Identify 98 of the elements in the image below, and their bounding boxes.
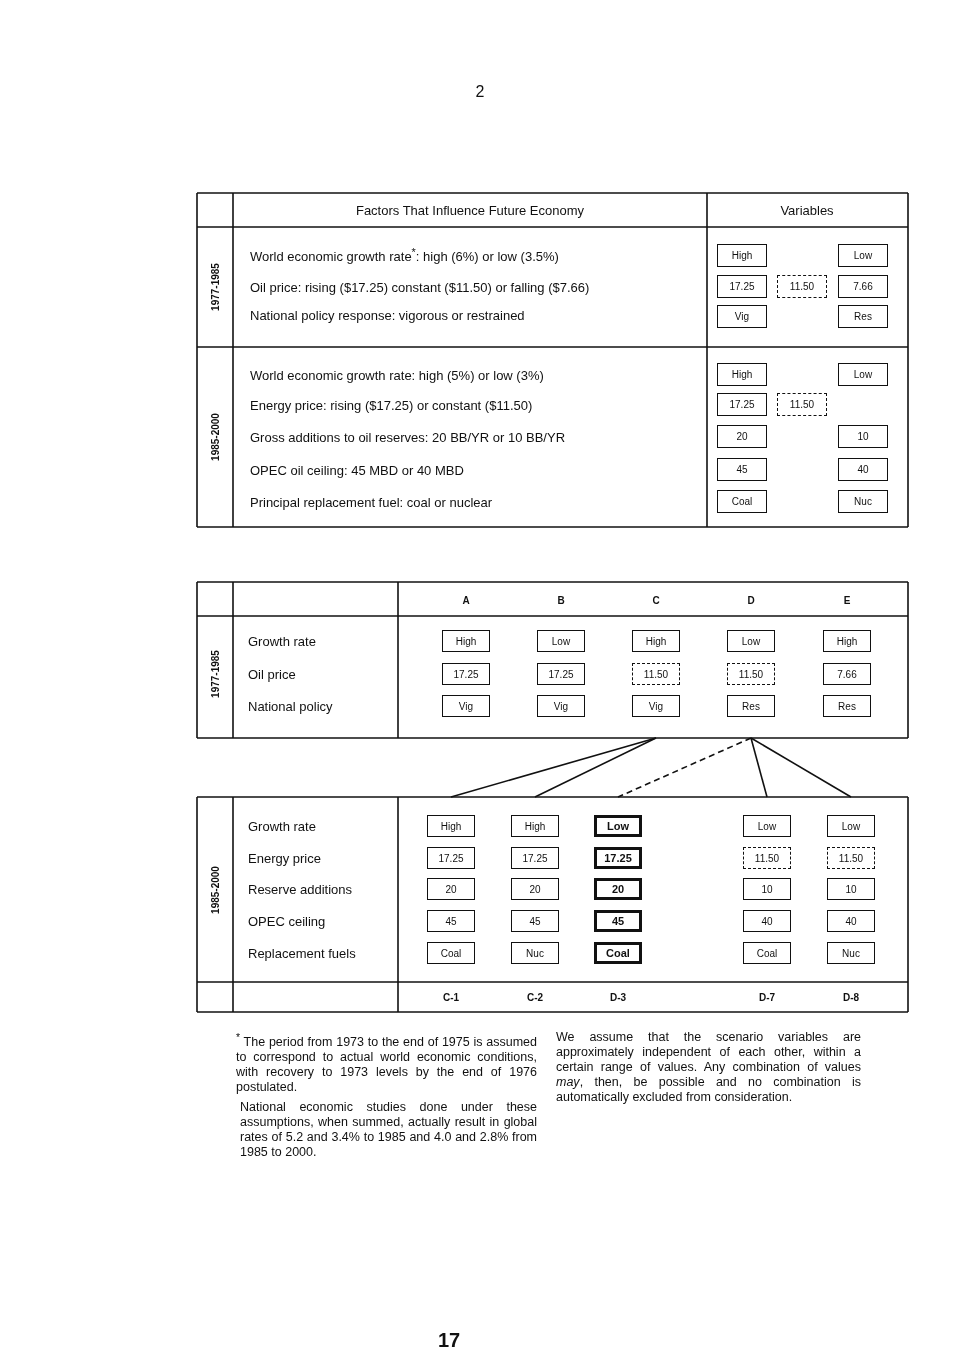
footnote-text: We assume that the scenario variables are approximately independent of each other, within a certain range of values. Any combination of values may, then, be possible and no combination is automatically excluded from consideration. xyxy=(556,1030,861,1105)
variable-box: High xyxy=(442,630,490,652)
page-number: 17 xyxy=(437,1328,461,1352)
variable-box: High xyxy=(717,244,767,267)
variable-box: Res xyxy=(823,695,871,717)
variable-box: Nuc xyxy=(511,942,559,964)
scenario-code: C-2 xyxy=(526,991,544,1003)
variable-box: 10 xyxy=(838,425,888,448)
column-header: Factors That Influence Future Economy xyxy=(355,202,585,218)
connector-line xyxy=(750,737,852,798)
variable-box: Low xyxy=(727,630,775,652)
variable-box: Nuc xyxy=(827,942,875,964)
row-label: Growth rate xyxy=(248,633,316,649)
variable-box: 17.25 xyxy=(717,393,767,416)
connector-line xyxy=(617,737,752,798)
footnote-text: National economic studies done under these assumptions, when summed, actually result in global rates of 5.2 and 3.4% to 1985 and 4.0 and 2.8% from 1985 to 2000. xyxy=(240,1100,537,1160)
period-label: 1977-1985 xyxy=(209,650,221,698)
variable-box: Res xyxy=(838,305,888,328)
row-label: OPEC ceiling xyxy=(248,913,326,929)
variable-box: 11.50 xyxy=(743,847,791,869)
variable-box: Coal xyxy=(743,942,791,964)
scenario-code: D-7 xyxy=(758,991,776,1003)
variable-box: High xyxy=(511,815,559,837)
variable-box: 20 xyxy=(427,878,475,900)
row-label: Gross additions to oil reserves: 20 BB/YR or 10 BB/YR xyxy=(250,429,566,445)
scenario-code: D xyxy=(747,594,755,606)
variable-box: 17.25 xyxy=(511,847,559,869)
variable-box: 45 xyxy=(594,910,642,932)
column-header: Variables xyxy=(780,202,834,218)
row-label: Reserve additions xyxy=(248,881,353,897)
scenario-code: B xyxy=(557,594,565,606)
variable-box: 10 xyxy=(827,878,875,900)
connector-line xyxy=(534,737,657,798)
variable-box: Low xyxy=(838,363,888,386)
variable-box: Res xyxy=(727,695,775,717)
row-label: Principal replacement fuel: coal or nuclear xyxy=(250,494,493,510)
variable-box: 17.25 xyxy=(594,847,642,869)
variable-box: Vig xyxy=(717,305,767,328)
row-label: Replacement fuels xyxy=(248,945,356,961)
scenario-code: D-3 xyxy=(609,991,627,1003)
scenario-code: A xyxy=(462,594,470,606)
variable-box: 11.50 xyxy=(777,393,827,416)
variable-box: 40 xyxy=(838,458,888,481)
variable-box: 45 xyxy=(511,910,559,932)
variable-box: Low xyxy=(743,815,791,837)
variable-box: Low xyxy=(838,244,888,267)
scenario-code: D-8 xyxy=(842,991,860,1003)
row-label: Growth rate xyxy=(248,818,316,834)
variable-box: 20 xyxy=(717,425,767,448)
variable-box: Vig xyxy=(442,695,490,717)
row-label: Oil price xyxy=(248,666,296,682)
variable-box: 17.25 xyxy=(442,663,490,685)
row-label: OPEC oil ceiling: 45 MBD or 40 MBD xyxy=(250,462,464,478)
variable-box: 45 xyxy=(427,910,475,932)
variable-box: 17.25 xyxy=(717,275,767,298)
variable-box: 45 xyxy=(717,458,767,481)
row-label: National policy xyxy=(248,698,333,714)
variable-box: 20 xyxy=(511,878,559,900)
variable-box: 20 xyxy=(594,878,642,900)
row-label: World economic growth rate: high (5%) or low (3%) xyxy=(250,367,544,383)
period-label: 1985-2000 xyxy=(209,413,221,461)
variable-box: High xyxy=(823,630,871,652)
variable-box: 17.25 xyxy=(427,847,475,869)
page-number: 2 xyxy=(475,83,485,101)
row-label: Oil price: rising ($17.25) constant ($11.50) or falling ($7.66) xyxy=(250,279,590,295)
variable-box: High xyxy=(717,363,767,386)
variable-box: 11.50 xyxy=(632,663,680,685)
footnote-text: $^{*}$ The period from 1973 to the end of 1975 is assumed to correspond to actual world economic conditions, with recovery to 1973 levels by the end of 1976 postulated. xyxy=(236,1031,537,1096)
variable-box: 11.50 xyxy=(727,663,775,685)
scenario-code: C xyxy=(652,594,660,606)
variable-box: 17.25 xyxy=(537,663,585,685)
variable-box: Coal xyxy=(427,942,475,964)
variable-box: 11.50 xyxy=(827,847,875,869)
variable-box: Vig xyxy=(537,695,585,717)
row-label: National policy response: vigorous or restrained xyxy=(250,307,525,323)
row-label: Energy price: rising ($17.25) or constant ($11.50) xyxy=(250,397,533,413)
variable-box: 40 xyxy=(827,910,875,932)
variable-box: 7.66 xyxy=(823,663,871,685)
variable-box: Vig xyxy=(632,695,680,717)
variable-box: High xyxy=(427,815,475,837)
connector-line xyxy=(750,737,768,798)
variable-box: 11.50 xyxy=(777,275,827,298)
row-label: Energy price xyxy=(248,850,321,866)
variable-box: 7.66 xyxy=(838,275,888,298)
period-label: 1977-1985 xyxy=(209,263,221,311)
variable-box: Nuc xyxy=(838,490,888,513)
scenario-code: C-1 xyxy=(442,991,460,1003)
variable-box: Low xyxy=(537,630,585,652)
variable-box: High xyxy=(632,630,680,652)
variable-box: Coal xyxy=(594,942,642,964)
variable-box: Low xyxy=(827,815,875,837)
variable-box: Low xyxy=(594,815,642,837)
variable-box: 40 xyxy=(743,910,791,932)
row-label: World economic growth rate$^{*}$: high (6%) or low (3.5%) xyxy=(250,245,559,265)
scenario-code: E xyxy=(843,594,851,606)
period-label: 1985-2000 xyxy=(209,866,221,914)
variable-box: Coal xyxy=(717,490,767,513)
variable-box: 10 xyxy=(743,878,791,900)
